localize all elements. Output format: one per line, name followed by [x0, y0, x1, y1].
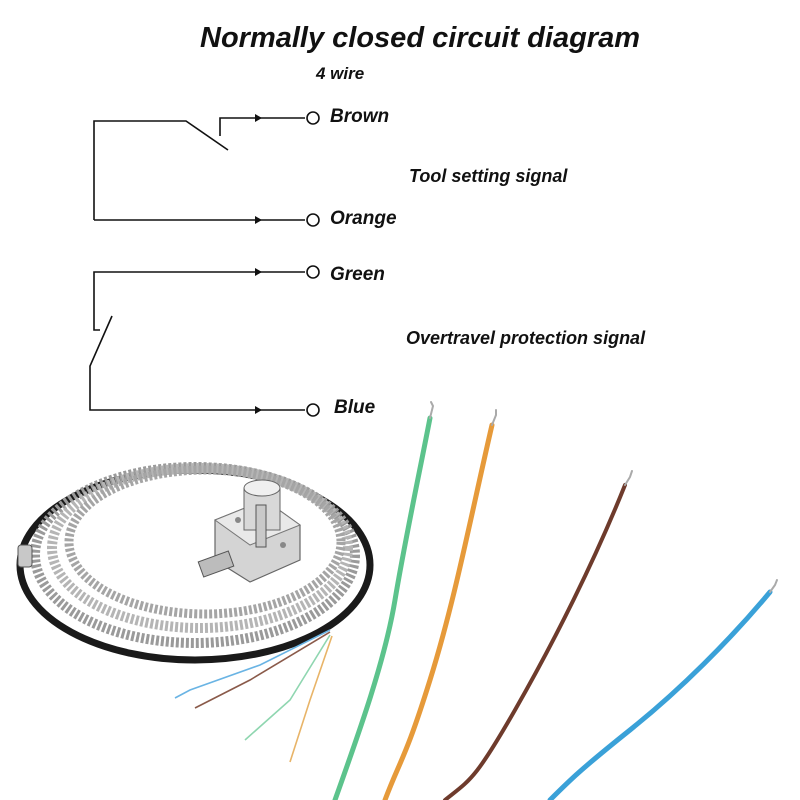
terminal-green — [306, 265, 320, 279]
cable-end-sleeve — [17, 544, 33, 568]
screw-head-2 — [280, 542, 286, 548]
sensor-body — [197, 479, 302, 583]
arrow-green — [255, 268, 262, 276]
arrow-orange — [255, 216, 262, 224]
page-title: Normally closed circuit diagram — [200, 22, 640, 54]
loose-wires — [332, 401, 778, 800]
wire-tip-orange — [491, 409, 497, 426]
wire-tip-green — [429, 401, 435, 419]
arrow-brown — [255, 114, 262, 122]
wire-tip-brown — [624, 470, 633, 486]
switch-contact-upper — [219, 117, 305, 136]
tool-setting-circuit — [93, 111, 320, 227]
wire-blue — [547, 589, 773, 800]
label-green: Green — [330, 264, 385, 285]
wire-tip-blue — [769, 579, 778, 593]
armored-coil-2 — [47, 463, 353, 633]
sensor-connector — [197, 550, 235, 578]
armored-coil-3 — [64, 465, 346, 619]
wire-brown — [443, 483, 627, 800]
cable-photo — [16, 462, 374, 763]
overtravel-signal-label: Overtravel protection signal — [406, 328, 646, 348]
terminal-blue — [306, 403, 320, 417]
thin-wire-blue — [174, 629, 331, 699]
arrow-blue — [255, 406, 262, 414]
wire-to-green — [93, 271, 305, 331]
label-orange: Orange — [330, 208, 397, 229]
terminal-brown — [306, 111, 320, 125]
label-blue: Blue — [334, 397, 376, 418]
wire-count-label: 4 wire — [316, 64, 365, 83]
terminal-orange — [306, 213, 320, 227]
thin-wire-orange — [289, 635, 333, 763]
wire-orange — [382, 422, 495, 800]
sensor-cap — [243, 479, 281, 497]
thin-wire-green — [244, 634, 331, 741]
overtravel-circuit — [89, 265, 320, 417]
sensor-plunger — [255, 504, 267, 548]
wire-green — [332, 415, 433, 800]
tool-setting-signal-label: Tool setting signal — [409, 166, 568, 186]
screw-head-1 — [235, 517, 241, 523]
switch-arm-lower — [89, 315, 305, 411]
thin-wire-brown — [194, 631, 331, 709]
label-brown: Brown — [330, 106, 390, 127]
switch-arm-upper — [93, 120, 229, 220]
